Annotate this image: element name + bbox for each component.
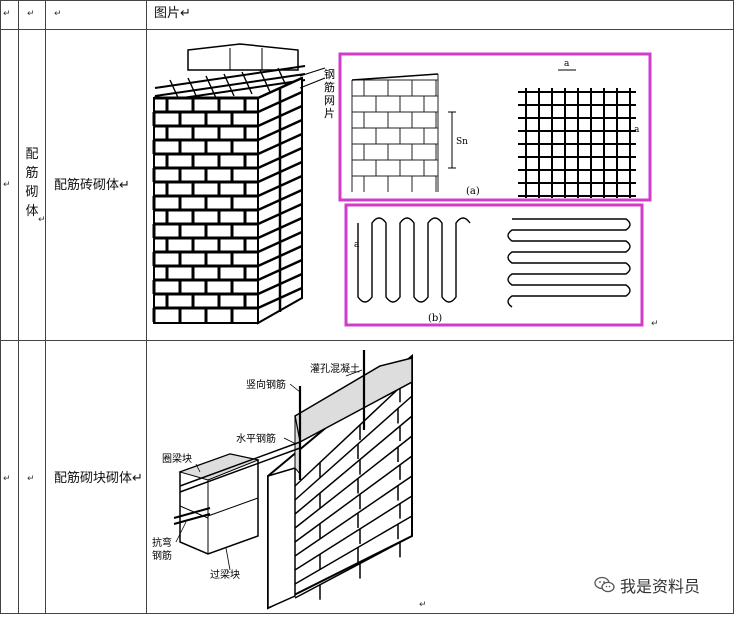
masonry-type-name: 配筋砌块砌体↵ [54,471,143,486]
watermark-text: 我是资料员 [620,577,701,596]
paragraph-mark: ↵ [419,600,427,610]
spacing-label: Sn [456,137,468,147]
mesh-label-char: 网 [324,94,335,107]
paragraph-mark: ↵ [651,319,659,329]
paragraph-mark: ↵ [3,9,11,19]
mesh-label-char: 钢 [324,68,335,81]
row-divider [0,29,734,30]
reinforced-block-masonry-figure: 灌孔混凝土 竖向钢筋 水平钢筋 圈梁块 抗弯 钢筋 过梁块 [150,346,440,612]
caption-b: (b) [428,313,442,324]
paragraph-mark: ↵ [38,215,46,225]
row-divider [0,340,734,341]
paragraph-mark: ↵ [27,474,35,484]
dimension-label: a [564,59,570,69]
column-divider [45,0,46,614]
grout-label: 灌孔混凝土 [310,362,360,375]
anti-bend-label: 钢筋 [152,549,172,562]
paragraph-mark: ↵ [3,474,11,484]
reinforced-brick-column-figure: 钢 筋 网 片 [150,36,335,328]
mesh-detail-panel-b: a (b) [344,203,644,327]
ring-beam-label: 圈梁块 [162,452,192,465]
mesh-label-char: 片 [324,107,335,120]
table-border-top [0,0,734,1]
dimension-label: a [634,125,640,135]
paragraph-mark: ↵ [54,9,62,19]
vertical-bar-label: 竖向钢筋 [246,378,286,391]
picture-column-header: 图片↵ [154,6,191,21]
table-border-bottom [0,613,734,614]
paragraph-mark: ↵ [3,180,11,190]
watermark: 我是资料员 [594,573,700,597]
caption-a: (a) [466,186,480,197]
dimension-label: a [354,240,360,250]
mesh-detail-panel-a: Sn (a) a a [338,52,652,202]
column-divider [18,0,19,614]
horizontal-bar-label: 水平钢筋 [236,432,276,445]
table-border-right [733,0,734,614]
column-divider [146,0,147,614]
anti-bend-label: 抗弯 [152,536,172,549]
paragraph-mark: ↵ [27,9,35,19]
lintel-label: 过梁块 [210,568,240,581]
wechat-icon [594,576,615,593]
table-border-left [0,0,1,614]
category-label: 配 筋 砌 体 [25,147,39,219]
masonry-type-name: 配筋砖砌体↵ [54,178,130,193]
mesh-label-char: 筋 [324,80,335,94]
